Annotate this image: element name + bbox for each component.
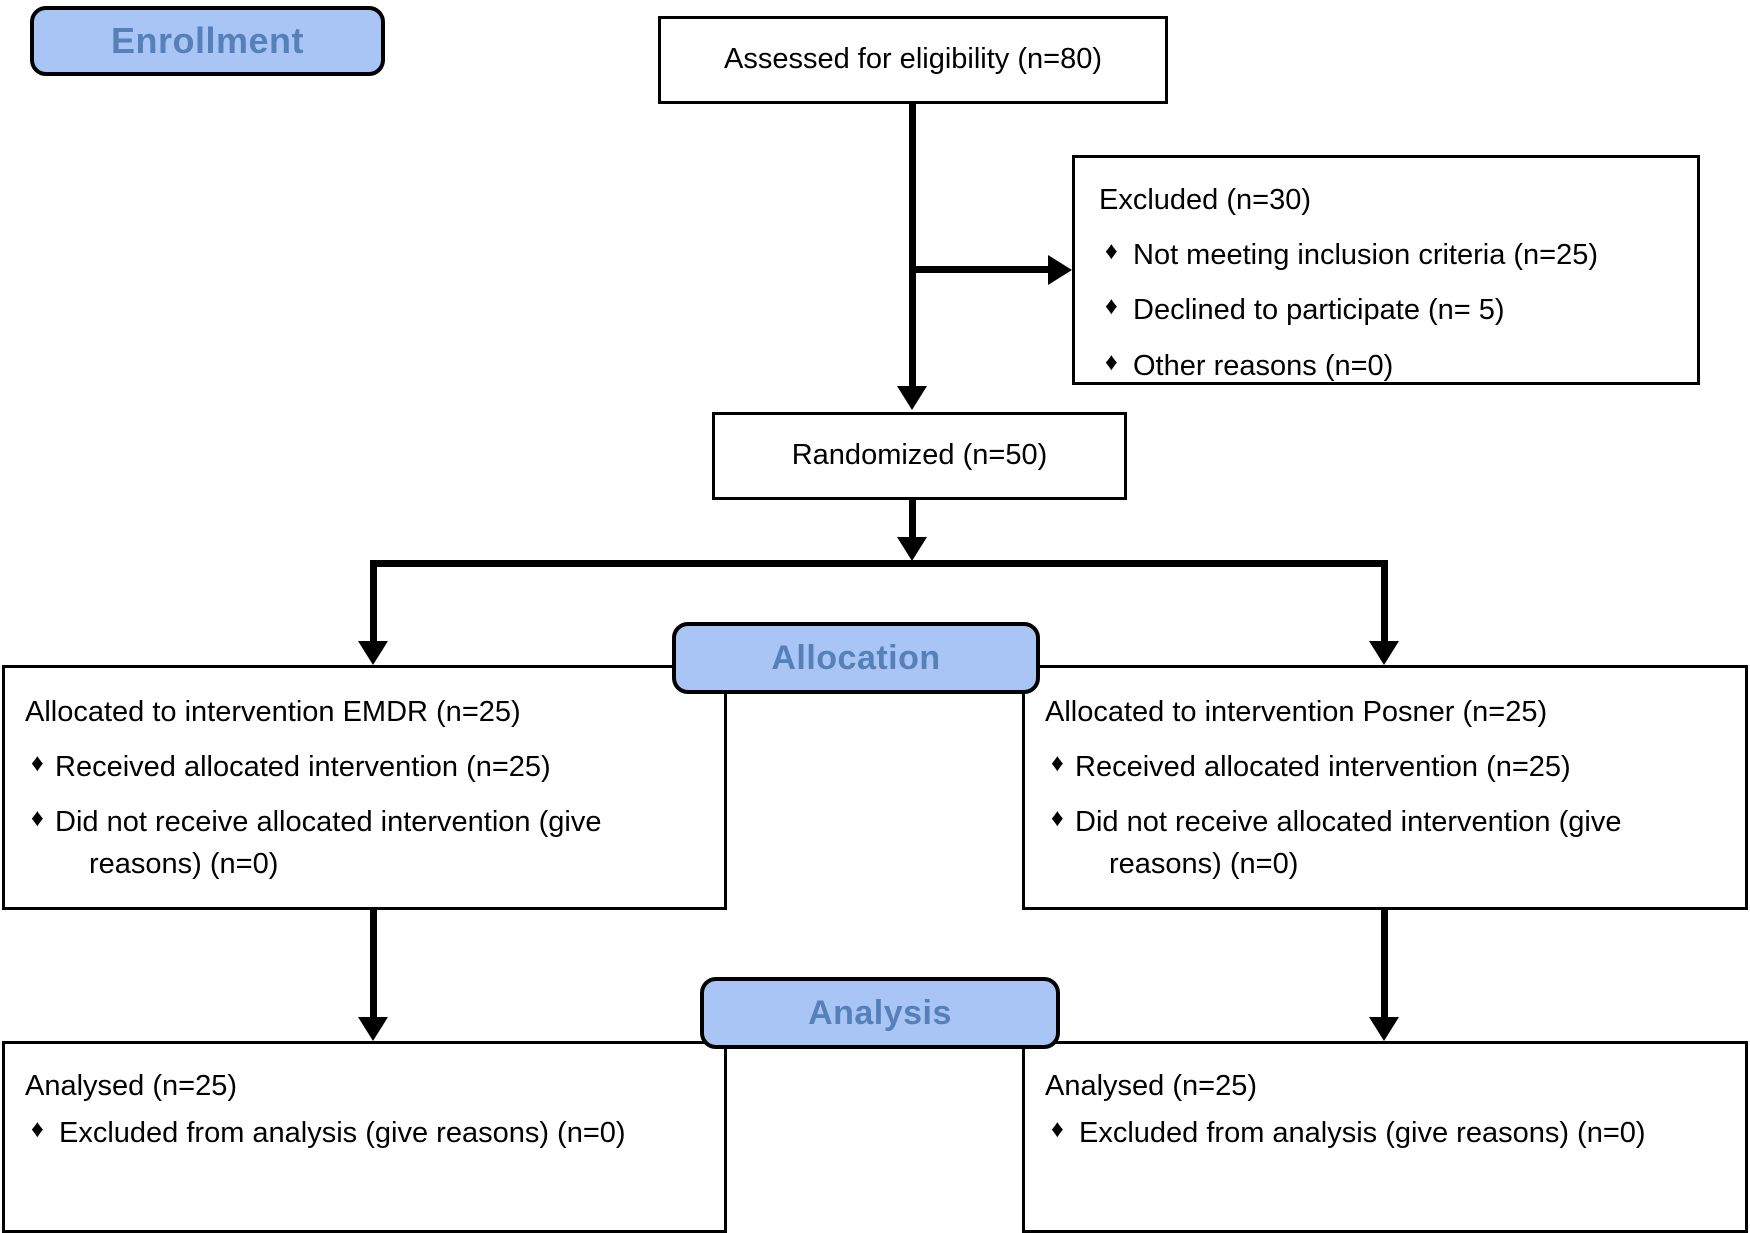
list-item: ♦ Received allocated intervention (n=25) <box>25 747 704 788</box>
arrowhead-into-excluded <box>1048 255 1072 285</box>
diamond-bullet-icon: ♦ <box>1051 804 1064 833</box>
phase-badge-enrollment-label: Enrollment <box>110 20 304 61</box>
allocation-right-list: ♦ Received allocated intervention (n=25)… <box>1045 747 1725 885</box>
diamond-bullet-icon: ♦ <box>1051 1115 1064 1144</box>
phase-badge-analysis-label: Analysis <box>808 993 952 1032</box>
diamond-bullet-icon: ♦ <box>31 749 44 778</box>
excluded-item-3: Other reasons (n=0) <box>1133 349 1394 382</box>
arrowhead-into-analysis-left <box>358 1017 388 1041</box>
connector-to-excluded <box>909 266 1051 273</box>
excluded-item-1: Not meeting inclusion criteria (n=25) <box>1133 239 1599 272</box>
phase-badge-allocation: Allocation <box>672 622 1040 694</box>
analysis-right-list: ♦ Excluded from analysis (give reasons) … <box>1045 1113 1725 1154</box>
connector-split-left-down <box>370 560 377 641</box>
connector-allocation-right-to-analysis <box>1381 910 1388 1017</box>
diamond-bullet-icon: ♦ <box>31 804 44 833</box>
diamond-bullet-icon: ♦ <box>1105 347 1118 376</box>
list-item: ♦ Not meeting inclusion criteria (n=25) <box>1099 235 1673 276</box>
list-item: ♦ Received allocated intervention (n=25) <box>1045 747 1725 788</box>
allocation-left-item-1: Received allocated intervention (n=25) <box>55 751 551 784</box>
allocation-right-item-1: Received allocated intervention (n=25) <box>1075 751 1571 784</box>
connector-split-right-down <box>1381 560 1388 641</box>
allocation-left-list: ♦ Received allocated intervention (n=25)… <box>25 747 704 885</box>
allocation-right-title: Allocated to intervention Posner (n=25) <box>1045 696 1548 728</box>
box-randomized: Randomized (n=50) <box>712 412 1127 500</box>
diamond-bullet-icon: ♦ <box>1105 237 1118 266</box>
list-item: ♦ Did not receive allocated intervention… <box>1045 802 1725 884</box>
analysis-left-title: Analysed (n=25) <box>25 1070 237 1102</box>
box-analysed-emdr: Analysed (n=25) ♦ Excluded from analysis… <box>2 1041 727 1233</box>
diamond-bullet-icon: ♦ <box>1105 292 1118 321</box>
randomized-text: Randomized (n=50) <box>791 439 1048 472</box>
allocation-left-item-2-line1: Did not receive allocated intervention (… <box>55 806 602 839</box>
box-analysed-posner: Analysed (n=25) ♦ Excluded from analysis… <box>1022 1041 1748 1233</box>
excluded-item-2: Declined to participate (n= 5) <box>1133 294 1505 327</box>
arrowhead-into-allocation-left <box>358 641 388 665</box>
connector-randomized-down <box>909 500 916 537</box>
connector-assessed-to-randomized <box>909 104 916 386</box>
analysis-right-item-1: Excluded from analysis (give reasons) (n… <box>1079 1117 1646 1150</box>
diamond-bullet-icon: ♦ <box>1051 749 1064 778</box>
analysis-left-item-1: Excluded from analysis (give reasons) (n… <box>59 1117 626 1150</box>
phase-badge-analysis: Analysis <box>700 977 1060 1049</box>
allocation-right-item-2-line1: Did not receive allocated intervention (… <box>1075 806 1622 839</box>
connector-split-horizontal <box>370 560 1388 567</box>
box-allocation-posner: Allocated to intervention Posner (n=25) … <box>1022 665 1748 910</box>
excluded-list: ♦ Not meeting inclusion criteria (n=25) … <box>1099 235 1673 387</box>
analysis-left-list: ♦ Excluded from analysis (give reasons) … <box>25 1113 704 1154</box>
box-assessed-for-eligibility: Assessed for eligibility (n=80) <box>658 16 1168 104</box>
analysis-right-title: Analysed (n=25) <box>1045 1070 1257 1102</box>
allocation-right-item-2-line2: reasons) (n=0) <box>1109 847 1299 880</box>
box-allocation-emdr: Allocated to intervention EMDR (n=25) ♦ … <box>2 665 727 910</box>
list-item: ♦ Did not receive allocated intervention… <box>25 802 704 884</box>
phase-badge-enrollment: Enrollment <box>30 6 385 76</box>
box-excluded: Excluded (n=30) ♦ Not meeting inclusion … <box>1072 155 1700 385</box>
phase-badge-allocation-label: Allocation <box>771 638 941 677</box>
allocation-left-title: Allocated to intervention EMDR (n=25) <box>25 696 521 728</box>
assessed-text: Assessed for eligibility (n=80) <box>724 43 1102 76</box>
excluded-title: Excluded (n=30) <box>1099 184 1311 216</box>
allocation-left-item-2-line2: reasons) (n=0) <box>89 847 279 880</box>
list-item: ♦ Excluded from analysis (give reasons) … <box>25 1113 704 1154</box>
diamond-bullet-icon: ♦ <box>31 1115 44 1144</box>
arrowhead-into-randomized <box>897 386 927 410</box>
list-item: ♦ Other reasons (n=0) <box>1099 346 1673 387</box>
arrowhead-randomized-split <box>897 537 927 561</box>
arrowhead-into-allocation-right <box>1369 641 1399 665</box>
list-item: ♦ Excluded from analysis (give reasons) … <box>1045 1113 1725 1154</box>
connector-allocation-left-to-analysis <box>370 910 377 1017</box>
arrowhead-into-analysis-right <box>1369 1017 1399 1041</box>
list-item: ♦ Declined to participate (n= 5) <box>1099 290 1673 331</box>
